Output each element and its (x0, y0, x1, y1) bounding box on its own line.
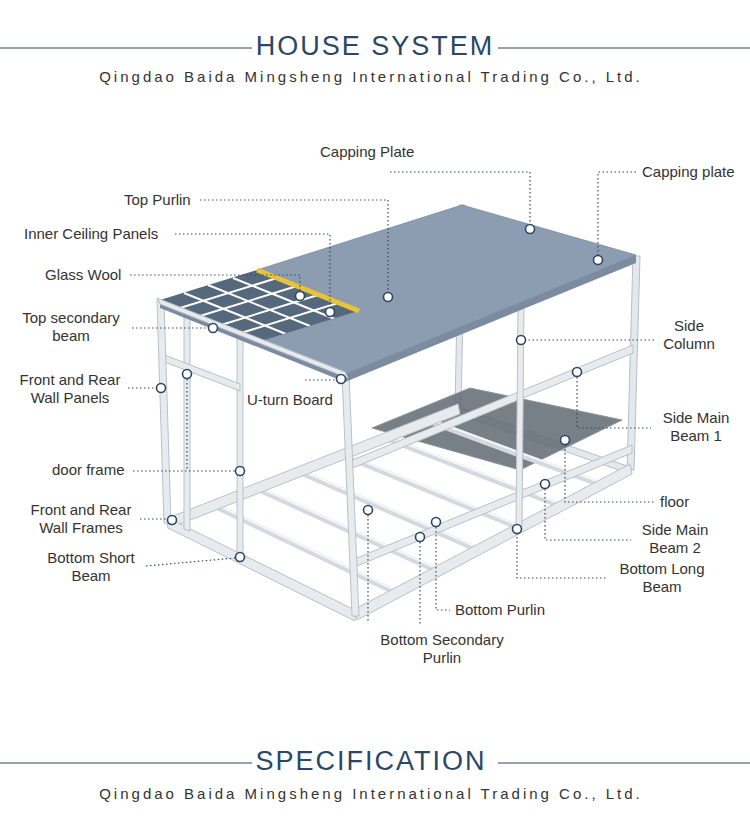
part-label: Capping Plate (320, 143, 414, 161)
part-label: Bottom Secondary Purlin (374, 631, 510, 667)
part-label: Top Purlin (124, 191, 191, 209)
part-label: Bottom Purlin (455, 601, 545, 619)
part-label: Side Main Beam 2 (635, 521, 715, 557)
company-name: Qingdao Baida Mingsheng International Tr… (0, 68, 746, 86)
part-label: Glass Wool (45, 266, 121, 284)
part-label: Side Column (660, 317, 718, 353)
part-label: door frame (52, 461, 125, 479)
part-label: Bottom Short Beam (40, 549, 142, 585)
part-label: Side Main Beam 1 (656, 409, 736, 445)
part-label: floor (660, 493, 689, 511)
part-label: Front and Rear Wall Panels (15, 371, 125, 407)
header-rules (0, 48, 750, 763)
roof-panel (257, 205, 636, 374)
part-label: Capping plate (642, 163, 735, 181)
bottom-purlins (213, 421, 602, 593)
part-label: U-turn Board (247, 391, 333, 409)
page-title: HOUSE SYSTEM (0, 30, 750, 62)
leader-lines (128, 172, 655, 626)
top-front-beam (157, 298, 348, 378)
part-label: Bottom Long Beam (612, 560, 712, 596)
company-name: Qingdao Baida Mingsheng International Tr… (0, 785, 746, 803)
glass-wool-strip (257, 270, 359, 311)
part-label: Front and Rear Wall Frames (26, 501, 136, 537)
callout-dots (157, 225, 603, 562)
section-heading: SPECIFICATION (0, 745, 746, 777)
part-label: Inner Ceiling Panels (24, 225, 158, 243)
bottom-frame (166, 404, 632, 621)
part-label: Top secondary beam (15, 309, 127, 345)
